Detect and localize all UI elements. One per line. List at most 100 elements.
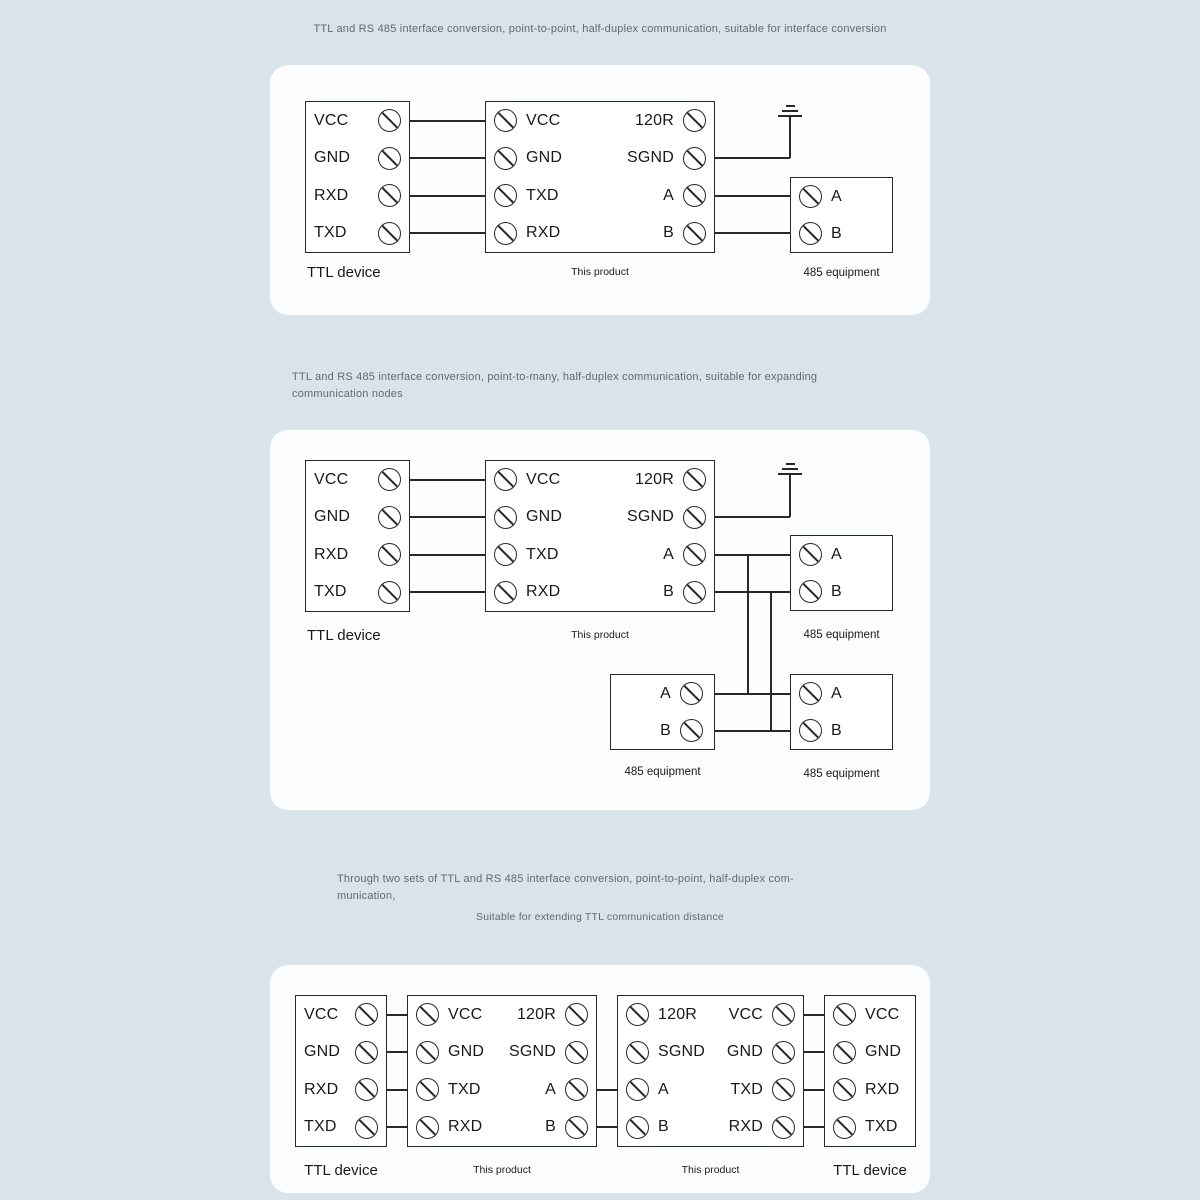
terminal-label: SGND	[626, 149, 674, 167]
equipment-485-label: 485 equipment	[803, 629, 880, 641]
this-product-label: This product	[571, 629, 629, 641]
screw-terminal-icon	[565, 1040, 588, 1064]
screw-terminal-icon	[494, 109, 517, 133]
terminal-row: B	[791, 573, 892, 610]
screw-terminal-icon	[355, 1003, 378, 1027]
wire	[410, 554, 485, 556]
screw-terminal-icon	[799, 543, 822, 566]
terminal-label: B	[663, 224, 674, 242]
terminal-label: 120R	[658, 1005, 698, 1023]
wire	[410, 195, 485, 197]
terminal-label: A	[663, 545, 674, 563]
wire	[410, 120, 485, 122]
terminal-row: A	[501, 1071, 596, 1109]
screw-terminal-icon	[683, 468, 706, 492]
screw-terminal-icon	[494, 146, 517, 170]
terminal-label: A	[831, 684, 842, 702]
terminal-label: TXD	[526, 545, 559, 563]
terminal-row: RXD	[306, 536, 409, 574]
terminal-label: GND	[314, 149, 351, 167]
screw-terminal-icon	[378, 146, 401, 170]
bus-wire-a	[747, 554, 749, 695]
terminal-label: A	[658, 1080, 669, 1098]
screw-terminal-icon	[799, 222, 822, 245]
terminal-label: B	[658, 1118, 669, 1136]
terminal-row: GND	[306, 499, 409, 537]
screw-terminal-icon	[355, 1115, 378, 1139]
terminal-label: B	[545, 1118, 556, 1136]
wire	[715, 693, 790, 695]
terminal-row: A	[791, 178, 892, 215]
product-block: VCC GND TXD RXD 120R	[485, 460, 715, 612]
terminal-label: TXD	[314, 224, 347, 242]
equipment-485-label: 485 equipment	[624, 766, 701, 778]
terminal-row: B	[618, 1109, 713, 1147]
terminal-label: A	[663, 186, 674, 204]
screw-terminal-icon	[565, 1078, 588, 1102]
ttl-device-block: VCC GND RXD TXD	[305, 460, 410, 612]
terminal-row: GND	[408, 1034, 501, 1072]
wire	[715, 195, 790, 197]
terminal-row: B	[600, 215, 714, 253]
wire	[715, 730, 790, 732]
screw-terminal-icon	[772, 1078, 795, 1102]
terminal-label: RXD	[865, 1080, 900, 1098]
screw-terminal-icon	[378, 468, 401, 492]
terminal-label: VCC	[314, 111, 349, 129]
screw-terminal-icon	[355, 1078, 378, 1102]
ttl-device-block: VCC GND RXD TXD	[295, 995, 387, 1147]
terminal-label: GND	[526, 508, 563, 526]
terminal-label: B	[831, 721, 842, 739]
terminal-label: TXD	[448, 1080, 481, 1098]
terminal-row: RXD	[306, 177, 409, 215]
terminal-label: GND	[304, 1043, 341, 1061]
wire	[804, 1126, 824, 1128]
terminal-label: GND	[865, 1043, 902, 1061]
wire	[597, 1089, 617, 1091]
terminal-row: VCC	[408, 996, 501, 1034]
terminal-label: A	[831, 545, 842, 563]
screw-terminal-icon	[680, 719, 703, 742]
screw-terminal-icon	[378, 505, 401, 529]
terminal-label: GND	[314, 508, 351, 526]
terminal-label: VCC	[314, 470, 349, 488]
terminal-label: 120R	[634, 470, 674, 488]
terminal-row: B	[791, 712, 892, 749]
wire	[410, 591, 485, 593]
screw-terminal-icon	[565, 1115, 588, 1139]
terminal-row: TXD	[713, 1071, 803, 1109]
terminal-label: B	[831, 224, 842, 242]
screw-terminal-icon	[799, 185, 822, 208]
terminal-row: RXD	[486, 215, 600, 253]
screw-terminal-icon	[626, 1040, 649, 1064]
terminal-row: TXD	[486, 536, 600, 574]
ttl-device-block: VCC GND RXD TXD	[305, 101, 410, 253]
screw-terminal-icon	[378, 221, 401, 245]
product-left-column: VCC GND TXD RXD	[486, 461, 600, 611]
terminal-row: 120R	[600, 461, 714, 499]
terminal-row: GND	[306, 140, 409, 178]
terminal-row: VCC	[306, 461, 409, 499]
wire	[804, 1089, 824, 1091]
terminal-label: RXD	[314, 545, 349, 563]
screw-terminal-icon	[494, 184, 517, 208]
section3-caption-sub: Suitable for extending TTL communication…	[476, 911, 724, 923]
screw-terminal-icon	[494, 468, 517, 492]
terminal-label: VCC	[448, 1005, 483, 1023]
terminal-label: SGND	[658, 1043, 706, 1061]
screw-terminal-icon	[565, 1003, 588, 1027]
terminal-row: RXD	[296, 1071, 386, 1109]
this-product-label: This product	[681, 1164, 740, 1176]
terminal-row: VCC	[296, 996, 386, 1034]
screw-terminal-icon	[378, 543, 401, 567]
screw-terminal-icon	[416, 1078, 439, 1102]
terminal-label: 120R	[634, 111, 674, 129]
ttl-device-label: TTL device	[307, 627, 381, 644]
section2-panel: VCC GND RXD TXD VCC	[270, 430, 930, 810]
terminal-row: 120R	[618, 996, 713, 1034]
terminal-label: TXD	[865, 1118, 898, 1136]
screw-terminal-icon	[799, 682, 822, 705]
terminal-label: RXD	[526, 224, 561, 242]
wire	[715, 591, 790, 593]
screw-terminal-icon	[494, 221, 517, 245]
